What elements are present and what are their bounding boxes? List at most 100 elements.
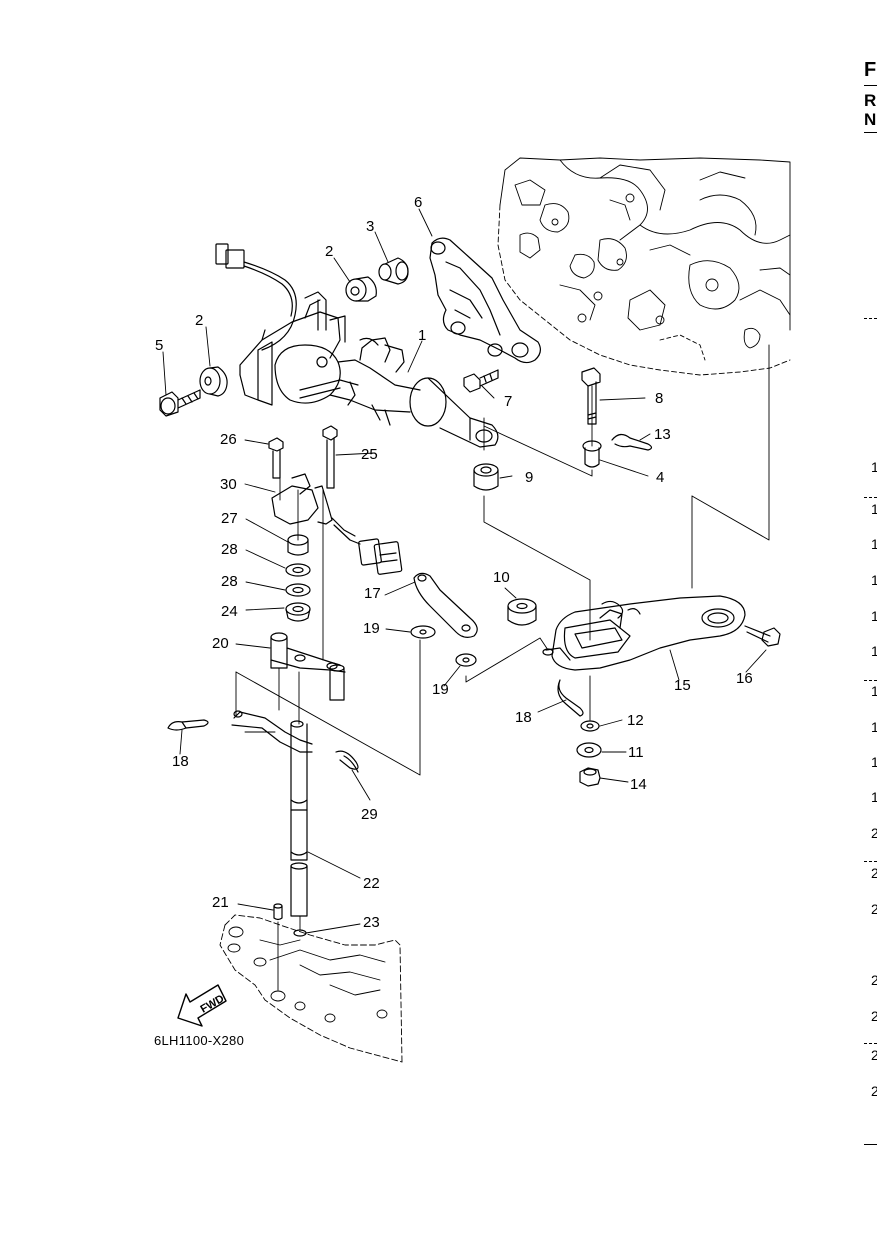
washer-12: [580, 720, 600, 732]
edge-rule: [864, 497, 877, 499]
washer-28-lower: [285, 583, 311, 597]
callout-7: 7: [504, 393, 512, 410]
sensor-30: [271, 473, 403, 575]
grommet-10: [507, 598, 537, 626]
lever-15: [542, 595, 746, 671]
callout-16: 16: [736, 670, 753, 687]
edge-number: 1: [871, 643, 877, 659]
callout-18-left: 18: [172, 753, 189, 770]
callout-5: 5: [155, 337, 163, 354]
lever-20: [270, 632, 346, 701]
callout-2-left: 2: [195, 312, 203, 329]
callout-25: 25: [361, 446, 378, 463]
edge-number: 1: [871, 501, 877, 517]
bolt-25: [322, 425, 338, 489]
callout-15: 15: [674, 677, 691, 694]
bolt-16: [744, 625, 781, 647]
callout-9: 9: [525, 469, 533, 486]
edge-number: 2: [871, 865, 877, 881]
leader-lines: [162, 208, 767, 934]
callout-17: 17: [364, 585, 381, 602]
callout-12: 12: [627, 712, 644, 729]
washer-19-left: [410, 625, 436, 639]
edge-rule: [864, 1043, 877, 1045]
nut-14: [579, 767, 601, 787]
callout-13: 13: [654, 426, 671, 443]
bushing-24: [285, 602, 311, 622]
edge-rule: [864, 861, 877, 863]
bushing-2-left: [199, 366, 228, 397]
callout-22: 22: [363, 875, 380, 892]
callout-29: 29: [361, 806, 378, 823]
clip-29: [335, 750, 359, 773]
callout-10: 10: [493, 569, 510, 586]
pin-21: [273, 903, 283, 921]
bolt-5: [159, 389, 201, 417]
washer-28-upper: [285, 563, 311, 577]
callout-14: 14: [630, 776, 647, 793]
edge-number: 1: [871, 754, 877, 770]
bracket-6: [429, 237, 541, 364]
callout-1: 1: [418, 327, 426, 344]
edge-number: 1: [871, 719, 877, 735]
fwd-label: FWD: [199, 993, 227, 1016]
fwd-arrow-icon: [177, 984, 227, 1027]
edge-rule-2: [864, 132, 877, 133]
collar-3: [378, 257, 409, 285]
shift-rod-22: [231, 710, 313, 917]
callout-18-right: 18: [515, 709, 532, 726]
shift-actuator-1: [239, 291, 499, 448]
washer-19-right: [455, 653, 477, 667]
edge-number: 2: [871, 1008, 877, 1024]
washer-11: [576, 742, 602, 758]
edge-letter-1: F: [864, 59, 877, 81]
clip-18-left: [167, 719, 209, 731]
grommet-9: [473, 463, 499, 491]
callout-4: 4: [656, 469, 664, 486]
edge-letter-2: R: [864, 91, 877, 110]
edge-number: 1: [871, 608, 877, 624]
callout-20: 20: [212, 635, 229, 652]
callout-28-lower: 28: [221, 573, 238, 590]
edge-number: 2: [871, 825, 877, 841]
callout-11: 11: [628, 744, 644, 761]
edge-number: 1: [871, 459, 877, 475]
callout-28-upper: 28: [221, 541, 238, 558]
bolt-26: [268, 437, 284, 479]
edge-rule-1: [864, 85, 877, 86]
callout-labels: 1 2 2 3 4 5 6 7 8 9 10 11 12 13 14 15 16…: [155, 194, 753, 931]
edge-number: 2: [871, 1083, 877, 1099]
edge-number: 2: [871, 972, 877, 988]
edge-number: 1: [871, 789, 877, 805]
edge-letter-3: N: [864, 110, 877, 129]
callout-24: 24: [221, 603, 238, 620]
callout-3: 3: [366, 218, 374, 235]
edge-rule-3: [864, 318, 877, 320]
bolt-7: [463, 369, 499, 393]
clip-18-right: [557, 679, 584, 717]
wiring-harness: [215, 243, 297, 351]
bushing-2-top: [345, 276, 377, 302]
edge-rule: [864, 680, 877, 682]
edge-number: 2: [871, 901, 877, 917]
edge-number: 2: [871, 1047, 877, 1063]
edge-number: 1: [871, 572, 877, 588]
edge-rule-bottom: [864, 1144, 877, 1145]
callout-21: 21: [212, 894, 229, 911]
callout-19-right: 19: [432, 681, 449, 698]
callout-30: 30: [220, 476, 237, 493]
clip-13: [611, 433, 653, 451]
edge-number: 1: [871, 683, 877, 699]
engine-block-outline: [497, 157, 791, 376]
diagram-code: 6LH1100-X280: [154, 1033, 245, 1048]
callout-26: 26: [220, 431, 237, 448]
bolt-8: [581, 367, 601, 425]
callout-19-left: 19: [363, 620, 380, 637]
link-17: [413, 572, 478, 638]
callout-23: 23: [363, 914, 380, 931]
callout-6: 6: [414, 194, 422, 211]
edge-number: 1: [871, 536, 877, 552]
assembly-lines: [235, 344, 770, 991]
